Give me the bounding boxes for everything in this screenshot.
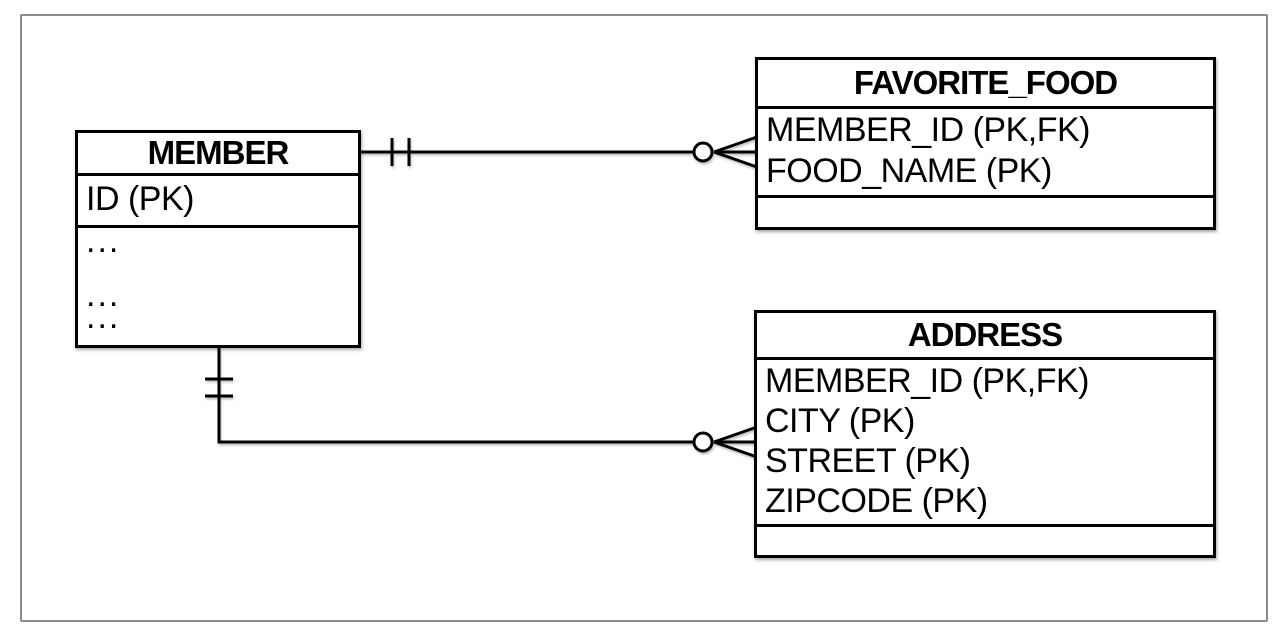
entity-address-title: ADDRESS <box>757 313 1213 360</box>
cardinality-one-and-only-one-ticks-icon <box>205 377 233 398</box>
placeholder-attribute-row: ... <box>86 276 121 314</box>
relationship-member-favorite-food <box>360 135 758 169</box>
crow-foot-many-icon <box>713 425 758 459</box>
cardinality-one-and-only-one-ticks-icon <box>390 138 411 166</box>
relationship-line <box>217 348 694 444</box>
entity-favorite-food: FAVORITE_FOOD MEMBER_ID (PK,FK) FOOD_NAM… <box>755 57 1216 230</box>
placeholder-attribute-row: ... <box>86 228 121 260</box>
entity-favorite-food-empty-section <box>758 198 1213 227</box>
entity-member-title: MEMBER <box>78 133 358 176</box>
entity-address-key-attributes: MEMBER_ID (PK,FK) CITY (PK) STREET (PK) … <box>757 360 1213 527</box>
crow-foot-many-icon <box>713 135 758 169</box>
attribute-id: ID (PK) <box>86 180 194 218</box>
entity-favorite-food-title: FAVORITE_FOOD <box>758 60 1213 109</box>
attribute-zipcode: ZIPCODE (PK) <box>765 482 988 520</box>
entity-member: MEMBER ID (PK) ... ... ... <box>75 130 361 348</box>
relationship-member-address <box>205 348 758 459</box>
cardinality-zero-circle-icon <box>692 141 714 163</box>
entity-member-key-attributes: ID (PK) <box>78 176 358 228</box>
entity-address: ADDRESS MEMBER_ID (PK,FK) CITY (PK) STRE… <box>754 310 1216 558</box>
attribute-member-id: MEMBER_ID (PK,FK) <box>765 362 1089 400</box>
entity-favorite-food-key-attributes: MEMBER_ID (PK,FK) FOOD_NAME (PK) <box>758 109 1213 198</box>
attribute-food-name: FOOD_NAME (PK) <box>766 152 1052 190</box>
attribute-city: CITY (PK) <box>765 402 915 440</box>
placeholder-attribute-row: ... <box>86 298 121 336</box>
entity-address-empty-section <box>757 527 1213 555</box>
entity-member-other-attributes: ... ... ... <box>78 228 358 345</box>
attribute-street: STREET (PK) <box>765 442 971 480</box>
attribute-member-id: MEMBER_ID (PK,FK) <box>766 111 1090 149</box>
cardinality-zero-circle-icon <box>692 431 714 453</box>
